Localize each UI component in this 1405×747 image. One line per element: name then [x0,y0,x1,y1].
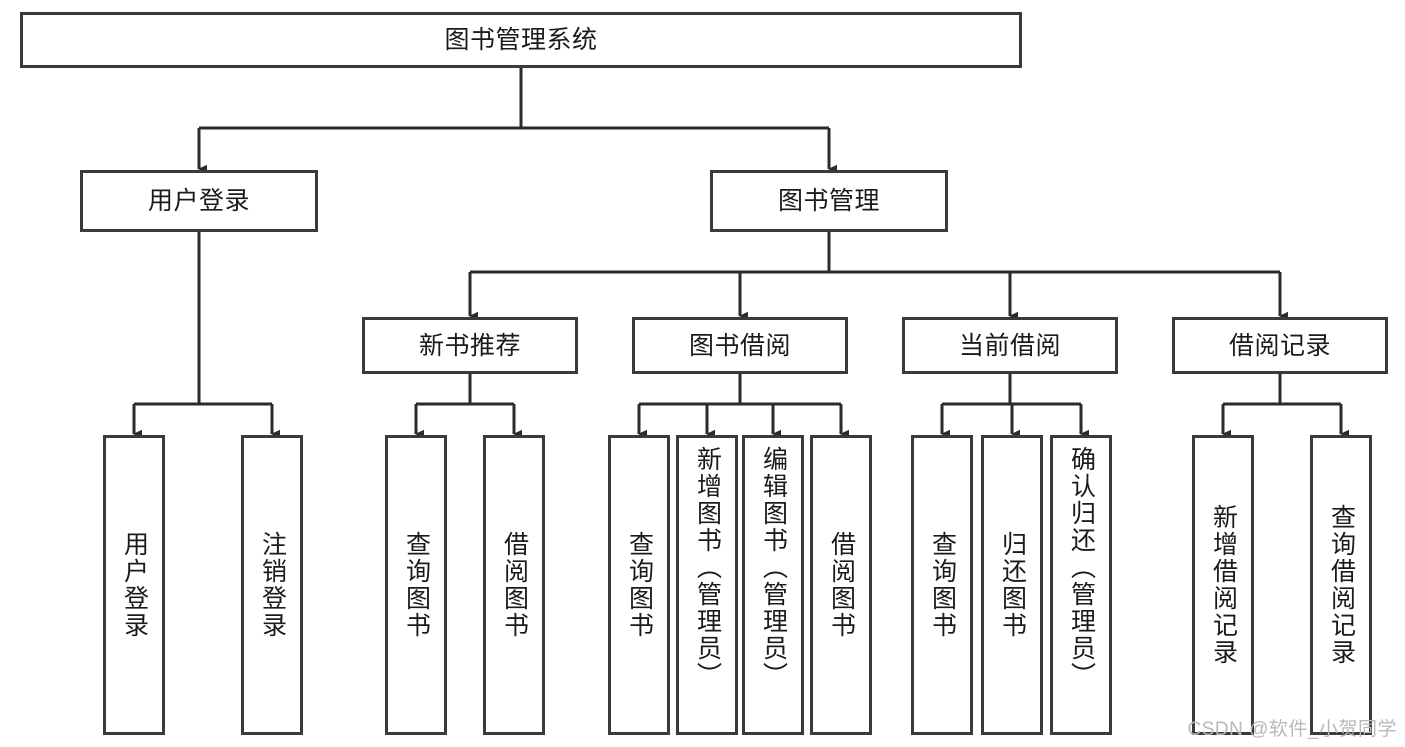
node-label: 查询图书 [402,531,431,639]
node-new-book-recommend[interactable]: 新书推荐 [362,317,578,374]
node-label: 注销登录 [258,531,287,639]
node-book-borrow[interactable]: 图书借阅 [632,317,848,374]
node-leaf-logout[interactable]: 注销登录 [241,435,303,735]
node-user-login[interactable]: 用户登录 [80,170,318,232]
node-label: 图书借阅 [688,331,791,360]
node-label: 查询借阅记录 [1327,504,1356,666]
node-label: 图书管理 [777,187,880,215]
node-leaf-query-books-current[interactable]: 查询图书 [911,435,973,735]
node-label: 用户登录 [147,187,250,215]
node-leaf-add-borrow-record[interactable]: 新增借阅记录 [1192,435,1254,735]
node-root[interactable]: 图书管理系统 [20,12,1022,68]
node-current-borrow[interactable]: 当前借阅 [902,317,1118,374]
node-leaf-add-book[interactable]: 新增图书（管理员） [676,435,738,735]
node-label: 编辑图书（管理员） [759,446,788,689]
node-leaf-query-books-recommend[interactable]: 查询图书 [385,435,447,735]
node-label: 借阅图书 [827,531,856,639]
node-leaf-return-book[interactable]: 归还图书 [981,435,1043,735]
node-label: 图书管理系统 [444,26,598,54]
node-leaf-edit-book[interactable]: 编辑图书（管理员） [742,435,804,735]
node-label: 新书推荐 [418,331,521,360]
node-borrow-record[interactable]: 借阅记录 [1172,317,1388,374]
csdn-watermark: CSDN @软件_小贺同学 [1187,719,1397,740]
node-label: 新增借阅记录 [1209,504,1238,666]
node-label: 新增图书（管理员） [693,446,722,689]
node-leaf-borrow-books-recommend[interactable]: 借阅图书 [483,435,545,735]
node-leaf-user-login[interactable]: 用户登录 [103,435,165,735]
node-label: 查询图书 [625,531,654,639]
node-label: 借阅图书 [500,531,529,639]
node-book-management[interactable]: 图书管理 [710,170,948,232]
node-label: 归还图书 [998,531,1027,639]
node-label: 用户登录 [120,531,149,639]
node-leaf-query-books-borrow[interactable]: 查询图书 [608,435,670,735]
node-label: 借阅记录 [1228,331,1331,360]
node-label: 确认归还（管理员） [1067,446,1096,689]
node-label: 查询图书 [928,531,957,639]
node-leaf-borrow-book[interactable]: 借阅图书 [810,435,872,735]
node-leaf-confirm-return[interactable]: 确认归还（管理员） [1050,435,1112,735]
node-label: 当前借阅 [958,331,1061,360]
node-leaf-query-borrow-record[interactable]: 查询借阅记录 [1310,435,1372,735]
